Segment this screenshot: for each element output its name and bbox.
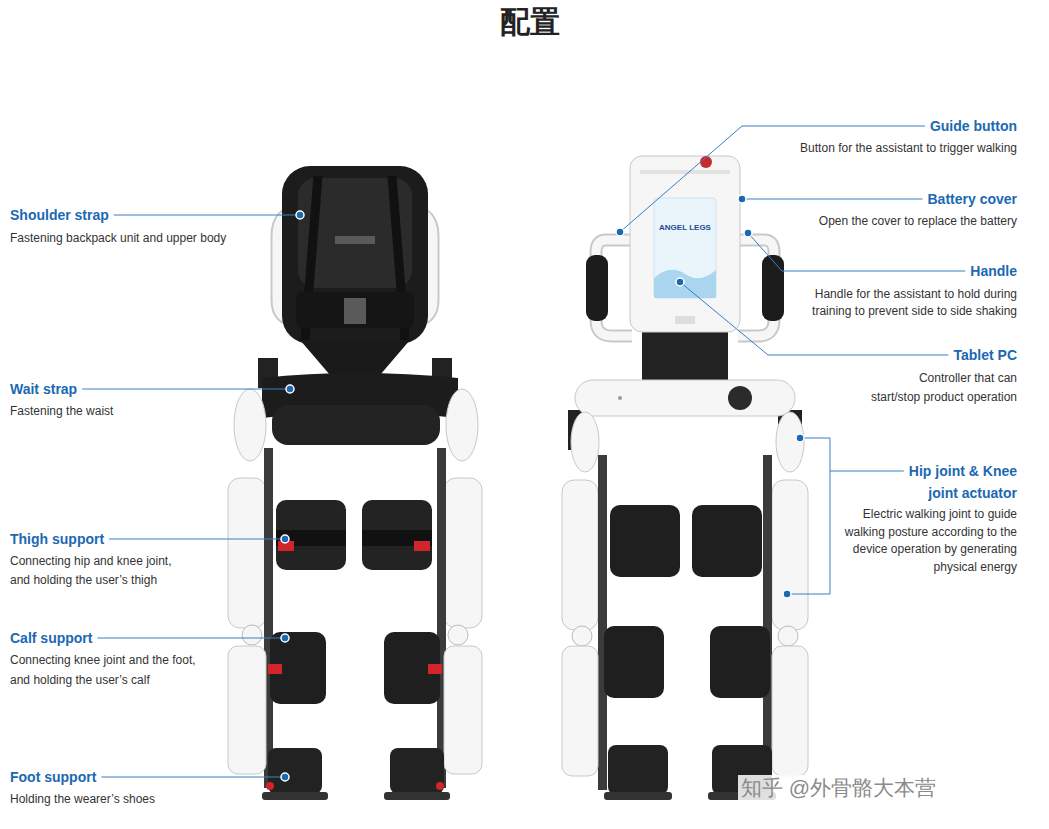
callout-description: Holding the wearer’s shoes [10, 790, 155, 808]
leader-line [82, 389, 290, 390]
exoskeleton-back-part [598, 455, 607, 790]
page-title: 配置 [430, 4, 630, 40]
exoskeleton-front-part [266, 782, 274, 790]
actuator-bracket-part [783, 590, 791, 598]
callout-heading: Battery cover [928, 190, 1018, 208]
exoskeleton-front-part [390, 748, 444, 794]
exoskeleton-front-part [282, 166, 428, 344]
leader-line [748, 233, 965, 271]
callout-description: Controller that can start/stop product o… [871, 369, 1017, 407]
callout-description: Connecting hip and knee joint, and holdi… [10, 552, 172, 590]
callout-description: Open the cover to replace the battery [819, 212, 1017, 230]
exoskeleton-back-part [654, 198, 716, 298]
device-brand: ANGEL LEGS [659, 223, 711, 233]
exoskeleton-front-part [300, 340, 410, 375]
callout-heading: Handle [970, 262, 1017, 280]
callout-heading: Hip joint & Knee joint actuator [909, 460, 1017, 504]
exoskeleton-back-part [772, 480, 808, 630]
exoskeleton-front-part [414, 541, 430, 551]
exoskeleton-front-part [228, 646, 266, 774]
exoskeleton-front-part [444, 646, 482, 774]
callout-heading: Thigh support [10, 530, 104, 548]
exoskeleton-back-part [772, 646, 808, 776]
leader-line [109, 539, 285, 540]
callout-heading: Calf support [10, 629, 92, 647]
watermark: 知乎 @外骨骼大本营 [738, 775, 939, 801]
exoskeleton-back-part [571, 412, 599, 472]
exoskeleton-back-part [586, 255, 608, 321]
leader-dot [616, 228, 624, 236]
exoskeleton-back-part [562, 646, 598, 776]
leader-dot [281, 773, 289, 781]
exoskeleton-front-part [344, 298, 366, 324]
callout-description: Handle for the assistant to hold during … [812, 286, 1017, 320]
exoskeleton-back-part [575, 380, 795, 416]
exoskeleton-front-part [448, 625, 468, 645]
actuator-bracket-part [791, 438, 830, 594]
exoskeleton-front-part [268, 664, 282, 674]
leader-dot [281, 535, 289, 543]
leader-line [114, 215, 300, 216]
exoskeleton-front-part [436, 782, 444, 790]
exoskeleton-front-part [428, 664, 442, 674]
exoskeleton-back-part [608, 745, 668, 795]
exoskeleton-front-part [362, 500, 432, 570]
callout-description: Connecting knee joint and the foot, and … [10, 650, 196, 690]
exoskeleton-back-part [610, 505, 680, 577]
exoskeleton-front-part [234, 389, 266, 461]
callout-heading: Foot support [10, 768, 96, 786]
callout-description: Electric walking joint to guide walking … [845, 506, 1017, 576]
exoskeleton-back-part [562, 480, 598, 630]
leader-dot [286, 385, 294, 393]
exoskeleton-front-part [276, 500, 346, 570]
exoskeleton-back-part [654, 270, 716, 298]
callout-heading: Shoulder strap [10, 206, 109, 224]
leader-line [101, 777, 285, 778]
exoskeleton-back-part [572, 626, 592, 646]
exoskeleton-front-part [335, 236, 375, 244]
callout-heading: Wait strap [10, 380, 77, 398]
exoskeleton-back-part [776, 412, 804, 472]
exoskeleton-back-part [630, 156, 740, 332]
exoskeleton-back-part [618, 396, 622, 400]
leader-line [97, 638, 285, 639]
exoskeleton-back-part [675, 316, 695, 324]
leader-dot [676, 278, 684, 286]
exoskeleton-back-part [604, 792, 672, 800]
leader-dot [744, 229, 752, 237]
callout-heading: Guide button [930, 117, 1017, 135]
callout-heading: Tablet PC [953, 346, 1017, 364]
exoskeleton-front [228, 166, 482, 800]
callout-description: Button for the assistant to trigger walk… [800, 139, 1017, 157]
exoskeleton-front-part [444, 478, 482, 628]
exoskeleton-front-part [242, 625, 262, 645]
exoskeleton-back-part [728, 386, 752, 410]
actuator-bracket-part [796, 434, 804, 442]
leader-dot [281, 634, 289, 642]
leader-line [830, 471, 904, 472]
exoskeleton-front-part [228, 478, 266, 628]
exoskeleton-front-part [268, 748, 322, 794]
callout-description: Fastening the waist [10, 402, 113, 420]
exoskeleton-back-part [762, 255, 784, 321]
exoskeleton-back-part [763, 455, 772, 790]
exoskeleton-front-part [446, 389, 478, 461]
exoskeleton-back-part [604, 626, 664, 698]
exoskeleton-front-part [262, 792, 328, 800]
exoskeleton-back-part [640, 170, 730, 174]
exoskeleton-front-part [272, 405, 440, 445]
actuator-bracket [783, 434, 830, 598]
leader-dot [738, 195, 746, 203]
exoskeleton-front-part [384, 792, 450, 800]
exoskeleton-back [562, 156, 808, 800]
exoskeleton-front-part [296, 292, 414, 328]
leader-line [742, 199, 923, 200]
exoskeleton-back-part [692, 505, 762, 577]
exoskeleton-back-part [778, 626, 798, 646]
exoskeleton-back-part [710, 626, 770, 698]
leader-dot [296, 211, 304, 219]
callout-description: Fastening backpack unit and upper body [10, 229, 226, 247]
